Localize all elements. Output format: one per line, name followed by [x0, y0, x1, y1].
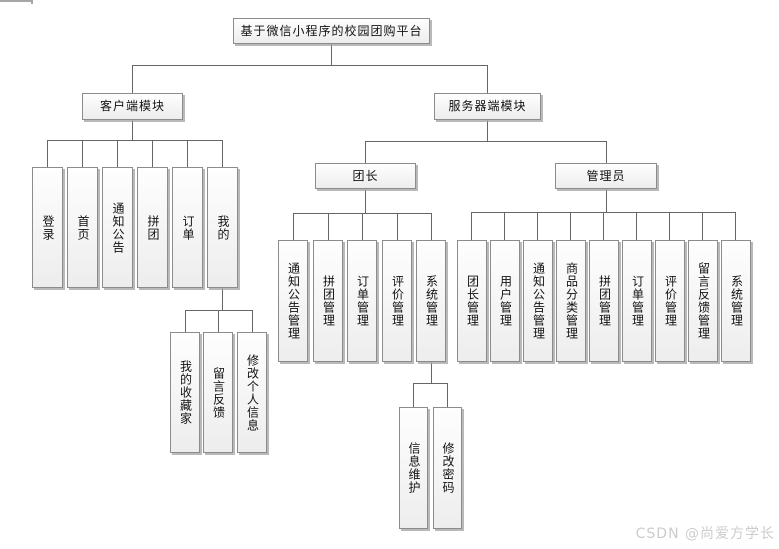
node-server-module: 服务器端模块 [434, 93, 541, 120]
node-mine: 我的 [207, 167, 238, 288]
node-change-password: 修改密码 [433, 407, 462, 529]
node-info-maintenance: 信息维护 [399, 407, 428, 529]
node-home: 首页 [67, 167, 98, 288]
node-order: 订单 [172, 167, 203, 288]
node-platform-root: 基于微信小程序的校园团购平台 [233, 18, 430, 44]
node-leader-review-mgmt: 评价管理 [382, 240, 412, 362]
node-my-favorites: 我的收藏家 [170, 332, 200, 453]
node-admin-order-mgmt: 订单管理 [622, 240, 652, 362]
node-group-leader: 团长 [315, 163, 416, 189]
node-notice: 通知公告 [102, 167, 133, 288]
node-group-buy: 拼团 [137, 167, 168, 288]
node-administrator: 管理员 [555, 163, 657, 189]
node-admin-notice-mgmt: 通知公告管理 [523, 240, 553, 362]
node-client-module: 客户端模块 [82, 93, 183, 120]
node-leader-order-mgmt: 订单管理 [347, 240, 377, 362]
cropped-box-artifact-corner [31, 0, 33, 4]
node-message-feedback: 留言反馈 [203, 332, 233, 453]
node-leader-system-mgmt: 系统管理 [416, 240, 446, 362]
node-login: 登录 [32, 167, 63, 288]
node-leader-notice-mgmt: 通知公告管理 [278, 240, 308, 362]
node-leader-group-buy-mgmt: 拼团管理 [313, 240, 343, 362]
csdn-watermark: CSDN @尚爱方学长 [635, 526, 775, 542]
node-admin-product-category-mgmt: 商品分类管理 [556, 240, 586, 362]
cropped-box-artifact [0, 0, 33, 2]
node-admin-user-mgmt: 用户管理 [490, 240, 520, 362]
node-admin-system-mgmt: 系统管理 [721, 240, 751, 362]
node-admin-review-mgmt: 评价管理 [655, 240, 685, 362]
node-admin-group-buy-mgmt: 拼团管理 [589, 240, 619, 362]
node-admin-message-feedback-mgmt: 留言反馈管理 [688, 240, 718, 362]
node-admin-leader-mgmt: 团长管理 [457, 240, 487, 362]
node-edit-personal-info: 修改个人信息 [237, 332, 267, 453]
